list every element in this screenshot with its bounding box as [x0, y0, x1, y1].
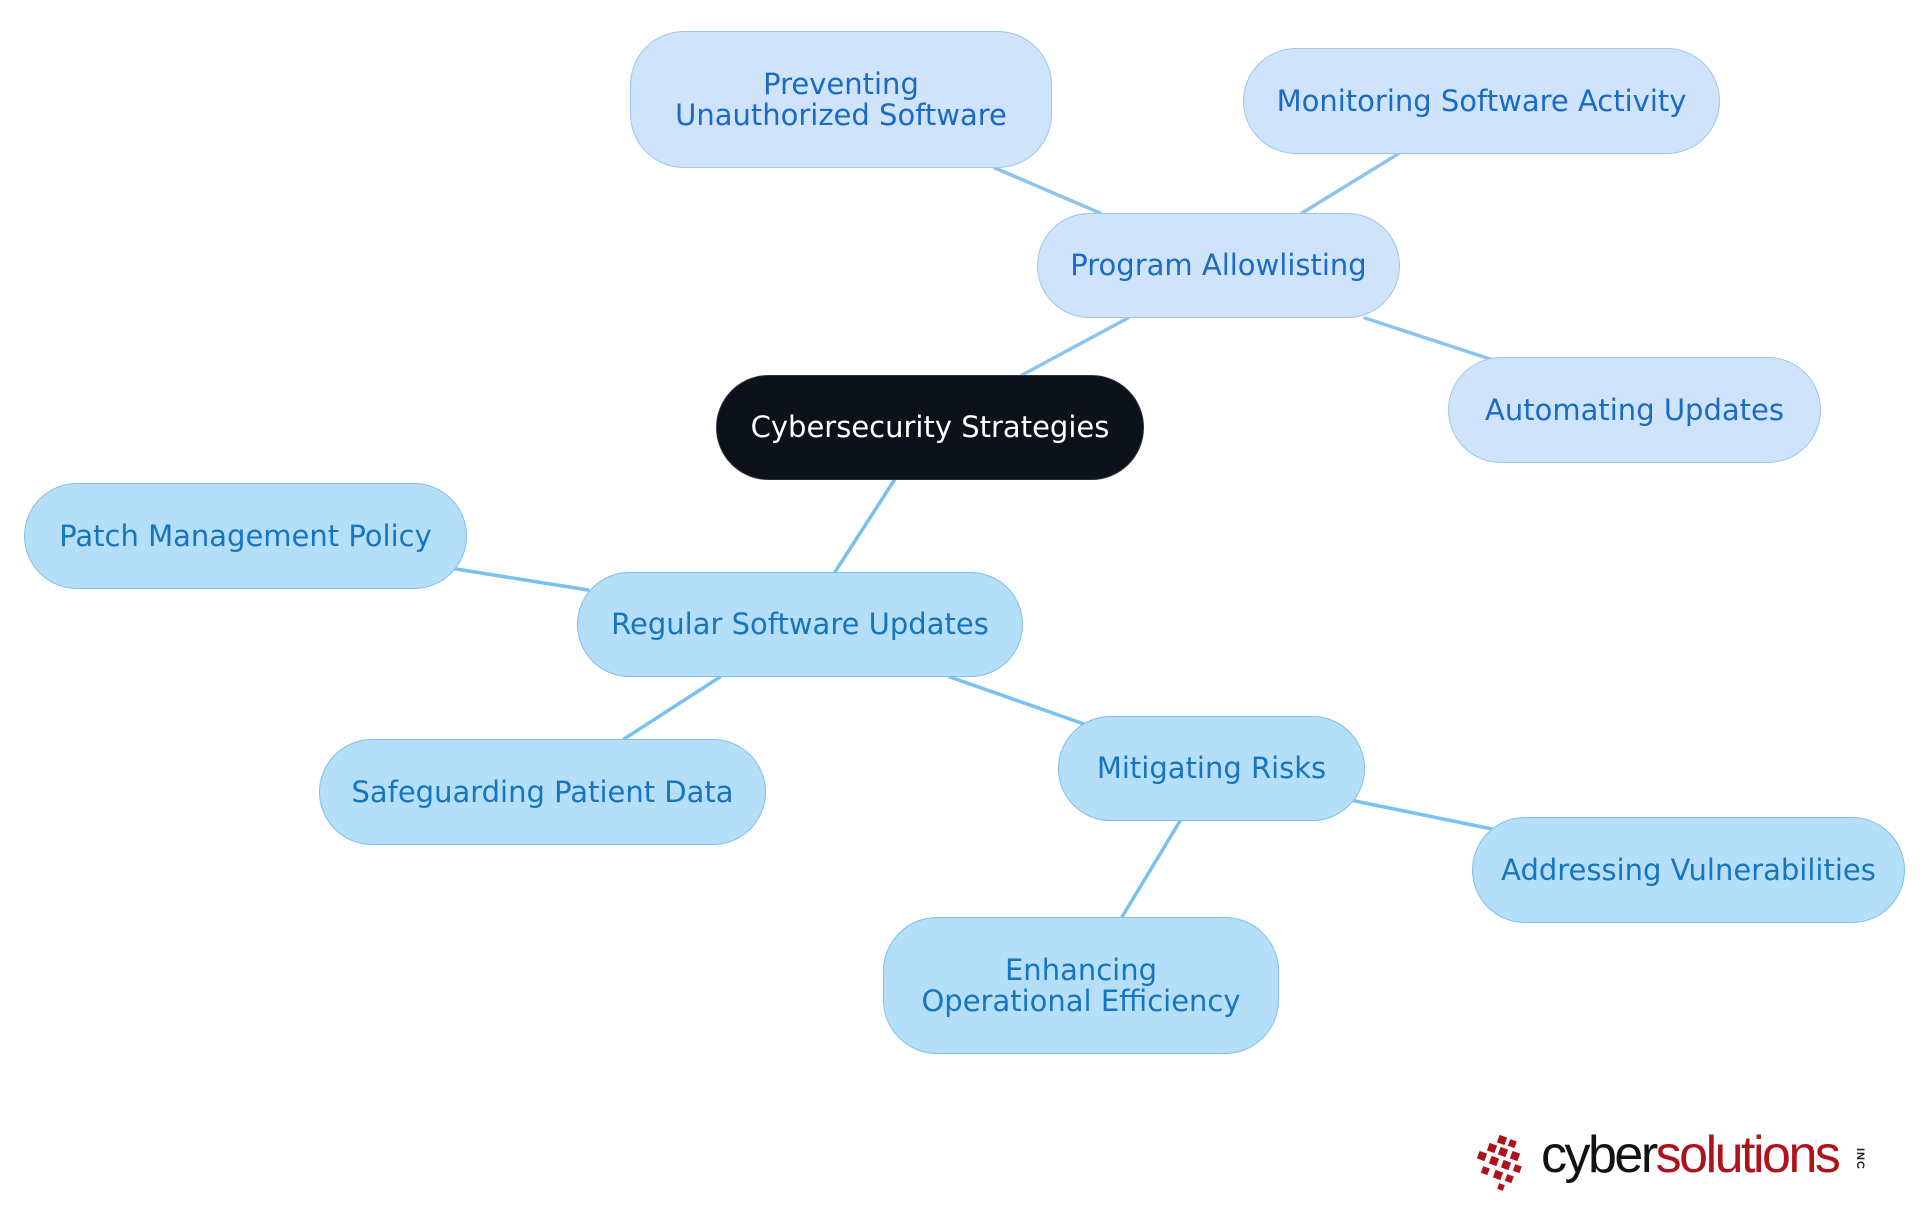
node-regular-software-updates: Regular Software Updates	[577, 572, 1023, 677]
node-label: Mitigating Risks	[1096, 751, 1327, 786]
node-monitoring-software-activity: Monitoring Software Activity	[1243, 48, 1720, 154]
node-label: Monitoring Software Activity	[1276, 83, 1687, 118]
cybersolutions-logo: cybersolutions INC	[1468, 1126, 1868, 1196]
logo-wordmark: cybersolutions	[1541, 1126, 1841, 1184]
node-label: Automating Updates	[1485, 392, 1784, 427]
red-pixel-cluster-icon	[1476, 1134, 1522, 1191]
edge-mitigating-efficiency	[1120, 819, 1182, 919]
edge-root-regular-updates	[833, 477, 897, 574]
node-safeguarding-patient-data: Safeguarding Patient Data	[319, 739, 766, 845]
node-label: Regular Software Updates	[611, 607, 989, 642]
logo-word-solutions: solutions	[1655, 1126, 1841, 1184]
edge-mitigating-vulnerabilities	[1353, 799, 1494, 831]
node-label: Patch Management Policy	[59, 518, 432, 553]
edge-updates-patch	[454, 567, 590, 592]
node-addressing-vulnerabilities: Addressing Vulnerabilities	[1472, 817, 1905, 923]
edge-allowlisting-preventing	[993, 166, 1102, 215]
edge-allowlisting-automating	[1363, 316, 1492, 361]
node-preventing-unauthorized-software: Preventing Unauthorized Software	[630, 31, 1052, 168]
node-label: Cybersecurity Strategies	[750, 410, 1110, 445]
node-program-allowlisting: Program Allowlisting	[1037, 213, 1400, 318]
logo-inc: INC	[1854, 1148, 1866, 1170]
node-patch-management-policy: Patch Management Policy	[24, 483, 467, 589]
node-automating-updates: Automating Updates	[1448, 357, 1821, 463]
edge-updates-safeguarding	[622, 675, 722, 741]
node-label: Preventing Unauthorized Software	[675, 66, 1007, 132]
node-label: Program Allowlisting	[1070, 248, 1367, 283]
logo-word-cyber: cyber	[1541, 1126, 1658, 1184]
node-cybersecurity-strategies: Cybersecurity Strategies	[716, 375, 1144, 480]
node-label: Enhancing Operational Efficiency	[921, 952, 1241, 1018]
node-mitigating-risks: Mitigating Risks	[1058, 716, 1365, 821]
node-label: Safeguarding Patient Data	[351, 774, 734, 809]
node-label: Addressing Vulnerabilities	[1501, 852, 1876, 887]
edge-root-program-allowlisting	[1020, 316, 1130, 377]
edge-updates-mitigating	[948, 675, 1086, 726]
edge-allowlisting-monitoring	[1300, 152, 1400, 215]
node-enhancing-operational-efficiency: Enhancing Operational Efficiency	[883, 917, 1279, 1054]
